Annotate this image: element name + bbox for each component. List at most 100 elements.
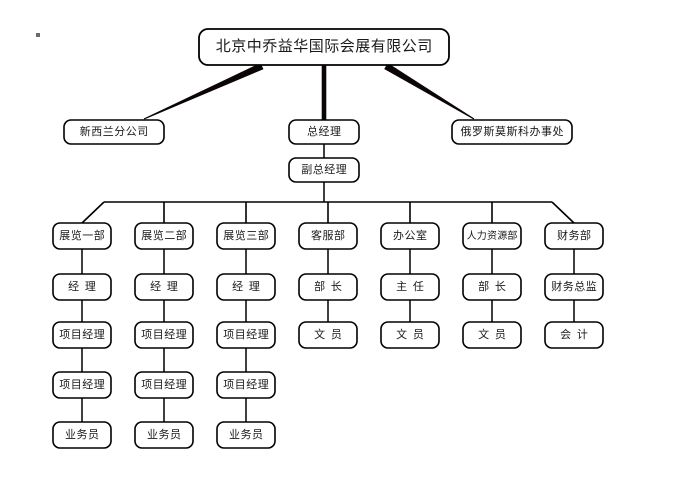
node-box (216, 321, 276, 349)
org-node-d4[interactable]: 客服部 (298, 222, 358, 250)
node-label: 部 长 (314, 279, 343, 293)
org-node-p3b[interactable]: 项目经理 (216, 371, 276, 399)
node-label: 展览二部 (141, 228, 187, 242)
node-box (298, 222, 358, 250)
org-node-root[interactable]: 北京中乔益华国际会展有限公司 (198, 28, 450, 66)
node-box (52, 371, 112, 399)
node-label: 展览三部 (223, 228, 269, 242)
org-node-m2[interactable]: 经 理 (134, 273, 194, 301)
org-node-dgm[interactable]: 副总经理 (288, 157, 360, 183)
node-box (52, 273, 112, 301)
node-box (451, 119, 573, 145)
node-box (216, 273, 276, 301)
org-node-p3[interactable]: 项目经理 (216, 321, 276, 349)
node-box (216, 371, 276, 399)
node-box (298, 321, 358, 349)
org-node-s1[interactable]: 业务员 (52, 421, 112, 449)
org-node-d7[interactable]: 财务部 (544, 222, 604, 250)
org-node-m1[interactable]: 经 理 (52, 273, 112, 301)
node-label: 北京中乔益华国际会展有限公司 (216, 38, 433, 55)
node-label: 客服部 (311, 228, 346, 242)
org-node-m4[interactable]: 部 长 (298, 273, 358, 301)
corner-speck (36, 33, 40, 37)
org-node-m3[interactable]: 经 理 (216, 273, 276, 301)
node-box (216, 222, 276, 250)
node-box (134, 321, 194, 349)
connector-layer (81, 62, 575, 422)
org-node-p1b[interactable]: 项目经理 (52, 371, 112, 399)
node-box (380, 222, 440, 250)
node-label: 俄罗斯莫斯科办事处 (461, 124, 565, 138)
node-label: 财务部 (557, 228, 592, 242)
node-label: 办公室 (393, 228, 428, 242)
org-node-s3[interactable]: 业务员 (216, 421, 276, 449)
annotation-layer (36, 33, 40, 37)
node-box (288, 119, 360, 145)
node-box (462, 321, 522, 349)
node-box (198, 28, 450, 66)
org-node-c4[interactable]: 文 员 (298, 321, 358, 349)
org-node-c5[interactable]: 文 员 (380, 321, 440, 349)
node-label: 财务总监 (551, 279, 597, 293)
node-box (63, 119, 165, 145)
connector-line-thick (321, 65, 327, 120)
org-node-c6[interactable]: 文 员 (462, 321, 522, 349)
org-node-d3[interactable]: 展览三部 (216, 222, 276, 250)
org-node-ru[interactable]: 俄罗斯莫斯科办事处 (451, 119, 573, 145)
node-label: 会 计 (560, 328, 589, 341)
org-node-nz[interactable]: 新西兰分公司 (63, 119, 165, 145)
node-label: 主 任 (396, 280, 425, 293)
node-box (298, 273, 358, 301)
org-node-p2b[interactable]: 项目经理 (134, 371, 194, 399)
node-box (134, 421, 194, 449)
org-node-d1[interactable]: 展览一部 (52, 222, 112, 250)
node-label: 项目经理 (141, 378, 187, 391)
node-box (52, 321, 112, 349)
node-label: 项目经理 (223, 378, 269, 391)
node-label: 人力资源部 (467, 229, 518, 242)
org-node-s2[interactable]: 业务员 (134, 421, 194, 449)
node-label: 项目经理 (223, 328, 269, 341)
node-label: 文 员 (478, 327, 507, 341)
node-label: 新西兰分公司 (80, 124, 149, 138)
node-label: 部 长 (478, 279, 507, 293)
node-label: 文 员 (314, 327, 343, 341)
org-node-gm[interactable]: 总经理 (288, 119, 360, 145)
connector-line-thick (384, 63, 475, 120)
connector-line (81, 201, 105, 224)
node-box (134, 371, 194, 399)
node-label: 展览一部 (59, 228, 105, 242)
org-node-c7[interactable]: 会 计 (544, 321, 604, 349)
node-box (52, 222, 112, 250)
node-box (462, 273, 522, 301)
node-box (462, 222, 522, 250)
node-label: 项目经理 (141, 328, 187, 341)
node-label: 副总经理 (301, 162, 347, 176)
org-node-m6[interactable]: 部 长 (462, 273, 522, 301)
org-node-d5[interactable]: 办公室 (380, 222, 440, 250)
node-box (134, 273, 194, 301)
node-label: 项目经理 (59, 328, 105, 341)
org-node-d2[interactable]: 展览二部 (134, 222, 194, 250)
org-node-m5[interactable]: 主 任 (380, 273, 440, 301)
org-node-p1[interactable]: 项目经理 (52, 321, 112, 349)
node-label: 业务员 (147, 428, 182, 441)
node-label: 业务员 (65, 428, 100, 441)
connector-line-thick (143, 62, 264, 120)
org-node-d6[interactable]: 人力资源部 (462, 222, 522, 250)
org-node-p2[interactable]: 项目经理 (134, 321, 194, 349)
connector-line (551, 201, 575, 224)
node-label: 经 理 (232, 280, 261, 293)
node-box (380, 273, 440, 301)
node-box (544, 222, 604, 250)
node-box (544, 273, 604, 301)
node-label: 经 理 (68, 280, 97, 293)
node-box (380, 321, 440, 349)
node-box (52, 421, 112, 449)
node-box (288, 157, 360, 183)
node-label: 经 理 (150, 280, 179, 293)
org-node-m7[interactable]: 财务总监 (544, 273, 604, 301)
node-box (134, 222, 194, 250)
